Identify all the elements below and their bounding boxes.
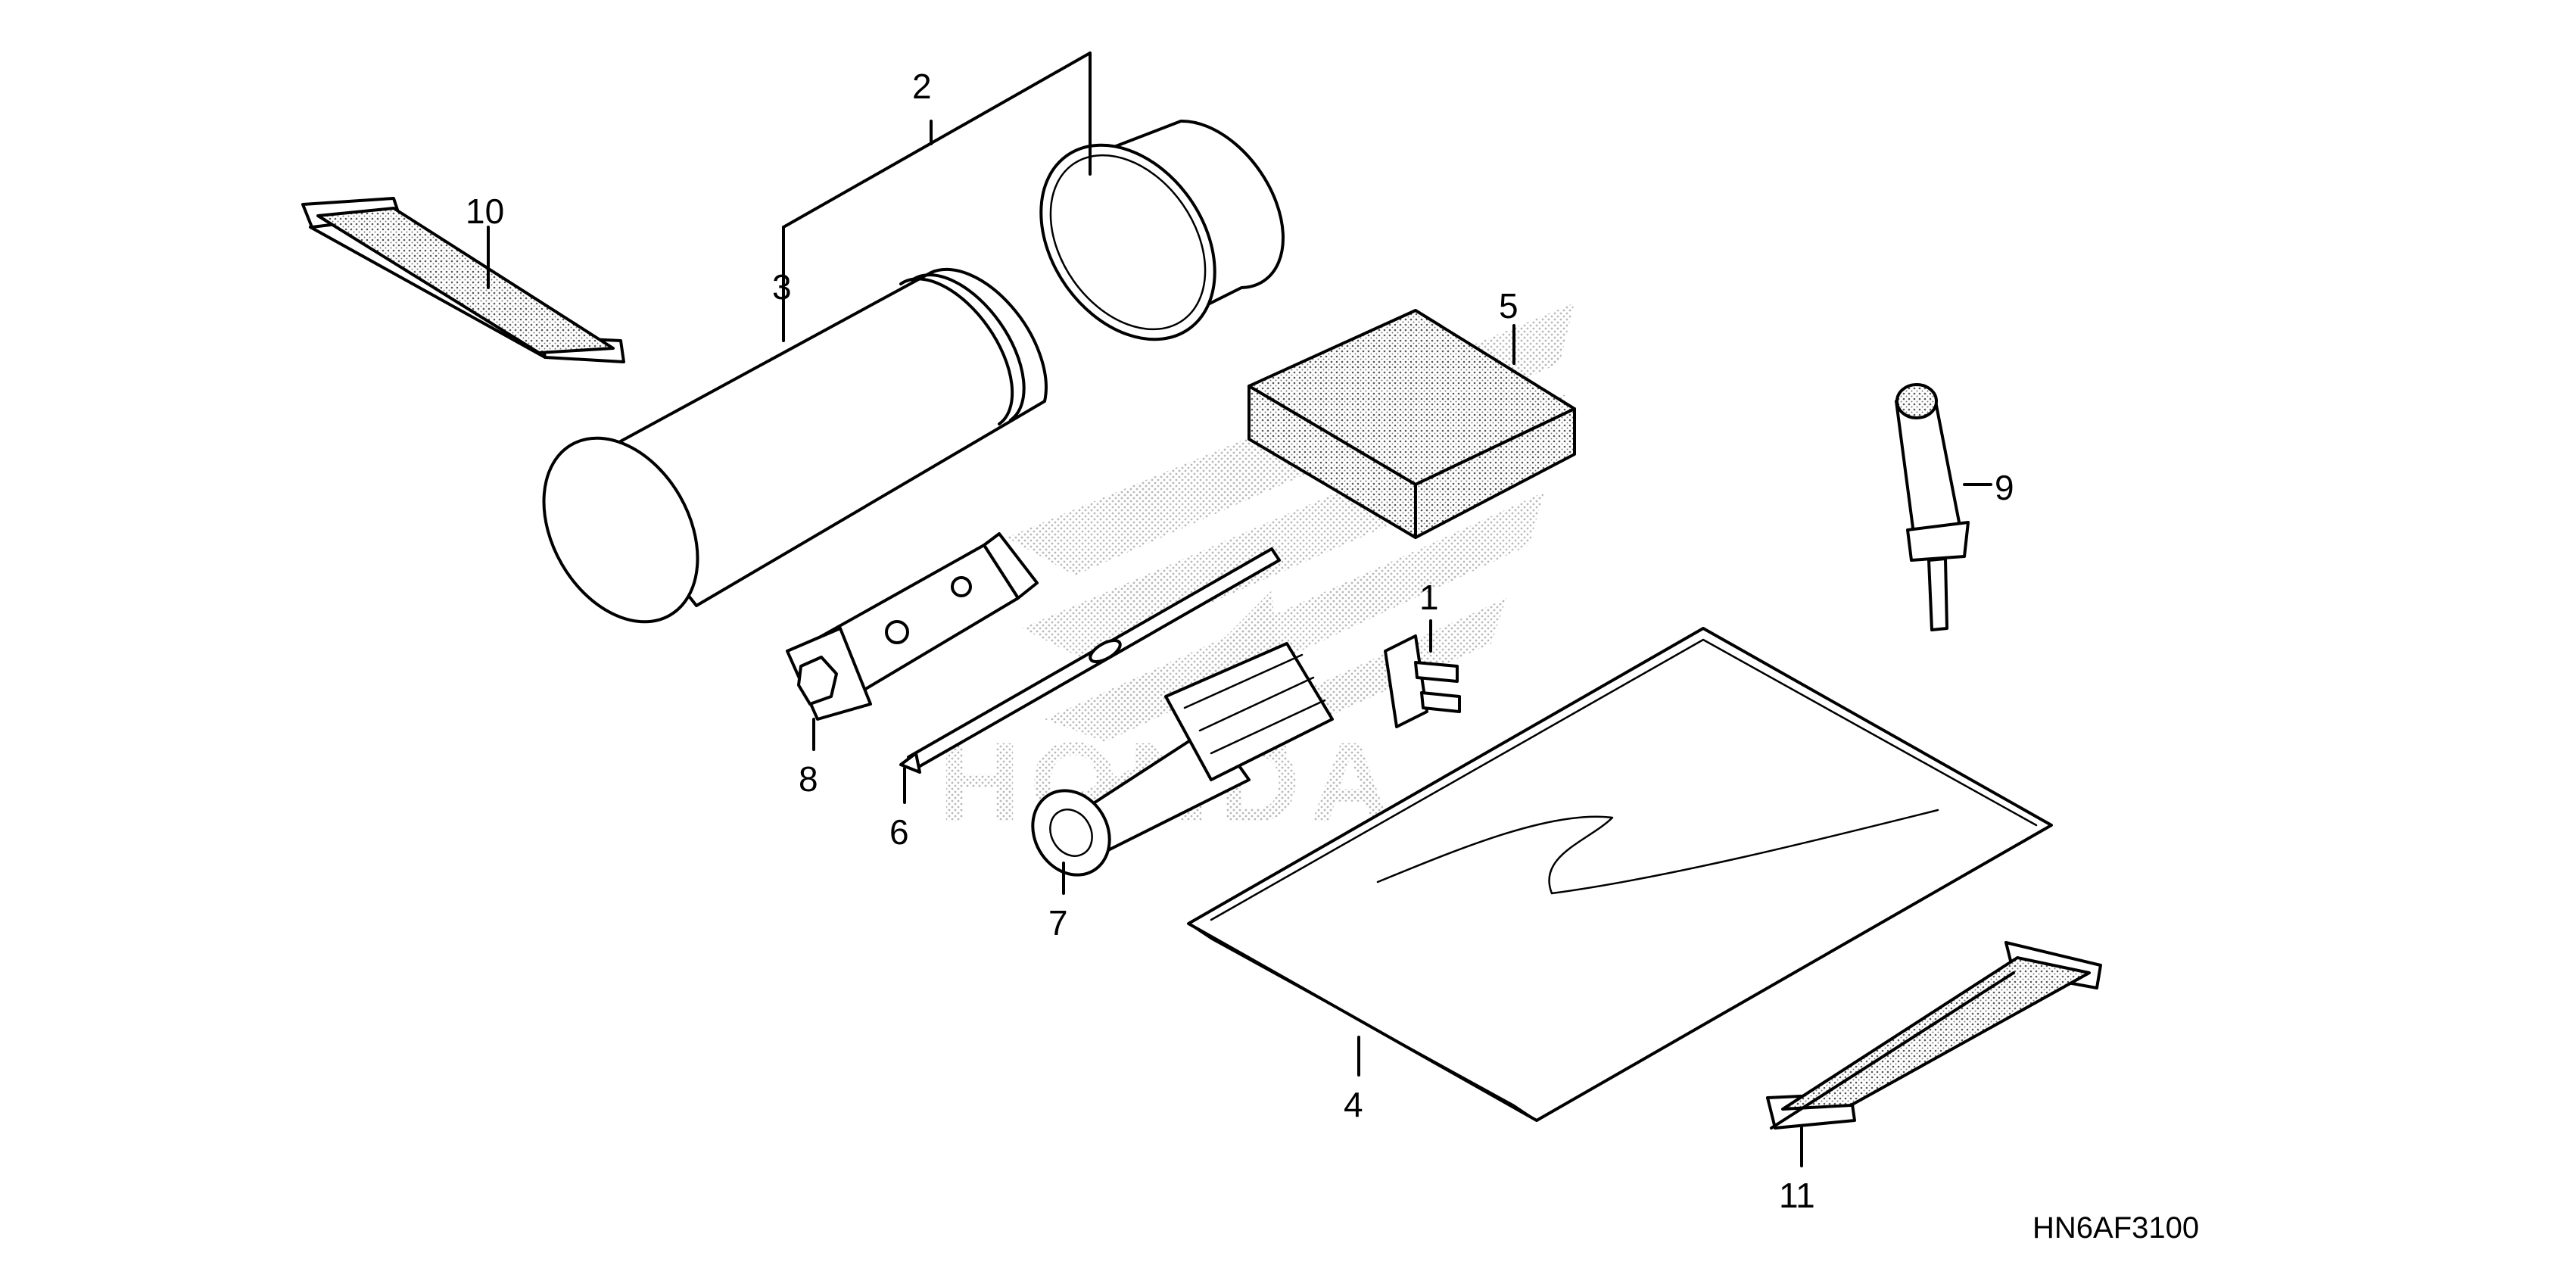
callout-10: 10 [466,192,504,231]
callout-5: 5 [1499,286,1519,326]
part-1-fuse [1384,634,1461,728]
callout-labels: 2 3 10 5 9 1 8 6 7 4 11 HN6AF3100 [466,67,2199,1245]
callout-8: 8 [799,759,818,799]
callout-11: 11 [1779,1176,1815,1215]
part-11-band [1766,941,2102,1130]
callout-2: 2 [912,67,932,106]
part-3-tool-tube [542,267,1048,624]
callout-9: 9 [1995,468,2014,507]
part-8-plug-wrench [786,532,1039,721]
part-7-screwdriver-handle [1031,642,1334,877]
part-9-screwdriver [1895,383,1970,631]
part-2-tube-cap [1039,119,1285,341]
callout-1: 1 [1419,578,1439,617]
callout-4: 4 [1344,1085,1363,1124]
callout-3: 3 [772,267,792,307]
part-5-sponge [1248,309,1576,539]
callout-7: 7 [1048,903,1068,943]
leader-lines [487,51,1992,1167]
callout-6: 6 [889,812,909,852]
part-6-screwdriver-bit [899,547,1281,774]
part-4-manual-bag [1187,627,2053,1122]
part-10-band [301,197,625,363]
diagram-code: HN6AF3100 [2032,1211,2199,1245]
